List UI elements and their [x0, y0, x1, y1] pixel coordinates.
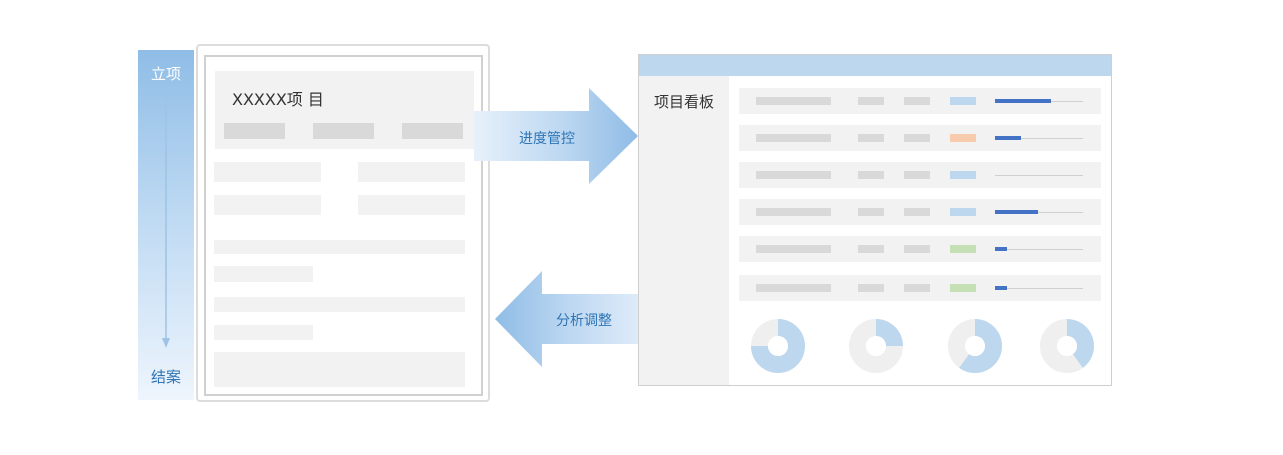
donut-slice [959, 319, 1002, 373]
row-name-placeholder [756, 208, 831, 216]
row-name-placeholder [756, 97, 831, 105]
backward-arrow-label: 分析调整 [556, 313, 612, 329]
row-cell-placeholder [858, 208, 884, 216]
row-progress-track [995, 288, 1083, 289]
row-progress-track [995, 249, 1083, 250]
row-progress-fill [995, 210, 1038, 214]
dashboard-sidebar-title: 项目看板 [654, 93, 715, 111]
row-cell-placeholder [858, 245, 884, 253]
donut-slice [1067, 319, 1094, 368]
project-tag-2 [313, 123, 374, 139]
row-cell-placeholder [904, 134, 930, 142]
row-status-badge [950, 284, 976, 292]
row-name-placeholder [756, 245, 831, 253]
doc-text-area [214, 352, 465, 387]
doc-line [214, 297, 465, 312]
doc-line [214, 325, 313, 340]
row-status-badge [950, 134, 976, 142]
lifecycle-arrow-icon [162, 90, 170, 348]
donut-hole [1057, 336, 1077, 356]
row-cell-placeholder [858, 284, 884, 292]
dashboard-donut-charts [751, 319, 1094, 373]
doc-line [214, 240, 465, 254]
doc-field [358, 162, 465, 182]
row-cell-placeholder [904, 284, 930, 292]
row-name-placeholder [756, 134, 831, 142]
lifecycle-end-label: 结案 [151, 368, 182, 386]
project-tag-3 [402, 123, 463, 139]
forward-arrow-icon [474, 88, 638, 184]
row-progress-fill [995, 286, 1007, 290]
donut-hole [965, 336, 985, 356]
row-progress-track [995, 212, 1083, 213]
project-title: XXXXX项 目 [232, 90, 324, 109]
row-name-placeholder [756, 171, 831, 179]
row-cell-placeholder [858, 134, 884, 142]
project-tag-1 [224, 123, 285, 139]
donut-hole [768, 336, 788, 356]
row-progress-fill [995, 247, 1007, 251]
forward-arrow-label: 进度管控 [519, 131, 575, 147]
row-cell-placeholder [904, 208, 930, 216]
row-cell-placeholder [904, 97, 930, 105]
doc-field [214, 162, 321, 182]
row-status-badge [950, 97, 976, 105]
row-cell-placeholder [858, 97, 884, 105]
row-status-badge [950, 245, 976, 253]
doc-field [214, 195, 321, 215]
row-progress-fill [995, 99, 1051, 103]
donut-hole [866, 336, 886, 356]
row-status-badge [950, 208, 976, 216]
row-cell-placeholder [904, 171, 930, 179]
backward-arrow-icon [495, 271, 657, 367]
row-progress-track [995, 175, 1083, 176]
row-progress-fill [995, 136, 1021, 140]
dashboard-header-bar [639, 55, 1111, 76]
doc-field [358, 195, 465, 215]
row-status-badge [950, 171, 976, 179]
row-progress-track [995, 138, 1083, 139]
row-name-placeholder [756, 284, 831, 292]
lifecycle-start-label: 立项 [151, 65, 182, 83]
row-cell-placeholder [858, 171, 884, 179]
row-cell-placeholder [904, 245, 930, 253]
doc-line [214, 266, 313, 282]
donut-slice [751, 319, 805, 373]
donut-slice [876, 319, 903, 346]
dashboard-sidebar [639, 76, 729, 385]
